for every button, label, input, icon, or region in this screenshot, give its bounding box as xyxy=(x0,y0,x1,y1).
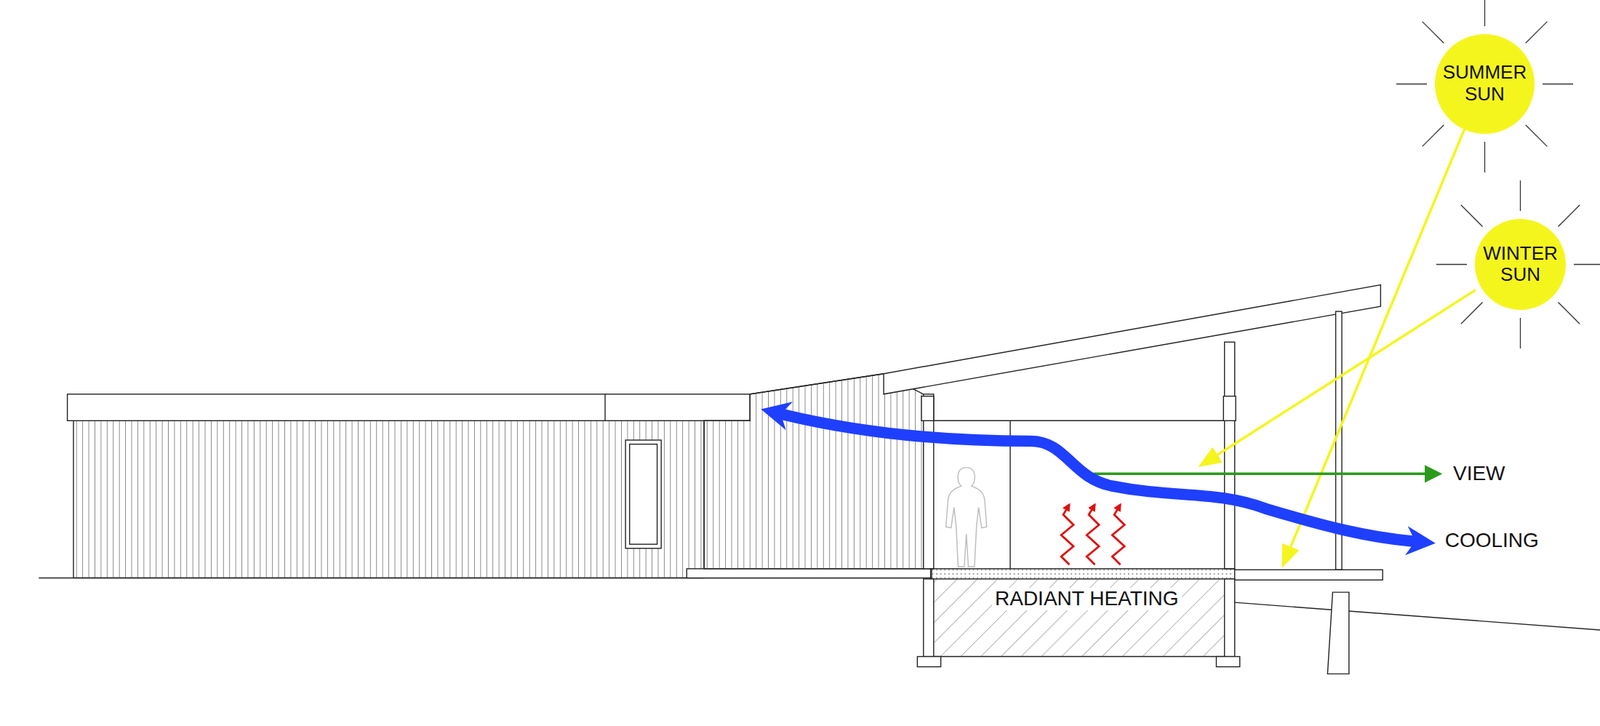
view-label: VIEW xyxy=(1453,462,1506,486)
sun-text-wrap: WINTER SUN xyxy=(1482,242,1558,287)
sun-label: WINTER SUN xyxy=(1482,242,1558,287)
sun-label: SUMMER SUN xyxy=(1442,61,1528,106)
cooling-label: COOLING xyxy=(1445,529,1539,552)
sun-text-wrap: SUMMER SUN xyxy=(1442,61,1528,106)
radiant-heating-label: RADIANT HEATING xyxy=(992,587,1182,611)
sun-circle: SUMMER SUN xyxy=(1434,33,1536,135)
sun-circle: WINTER SUN xyxy=(1474,218,1567,311)
